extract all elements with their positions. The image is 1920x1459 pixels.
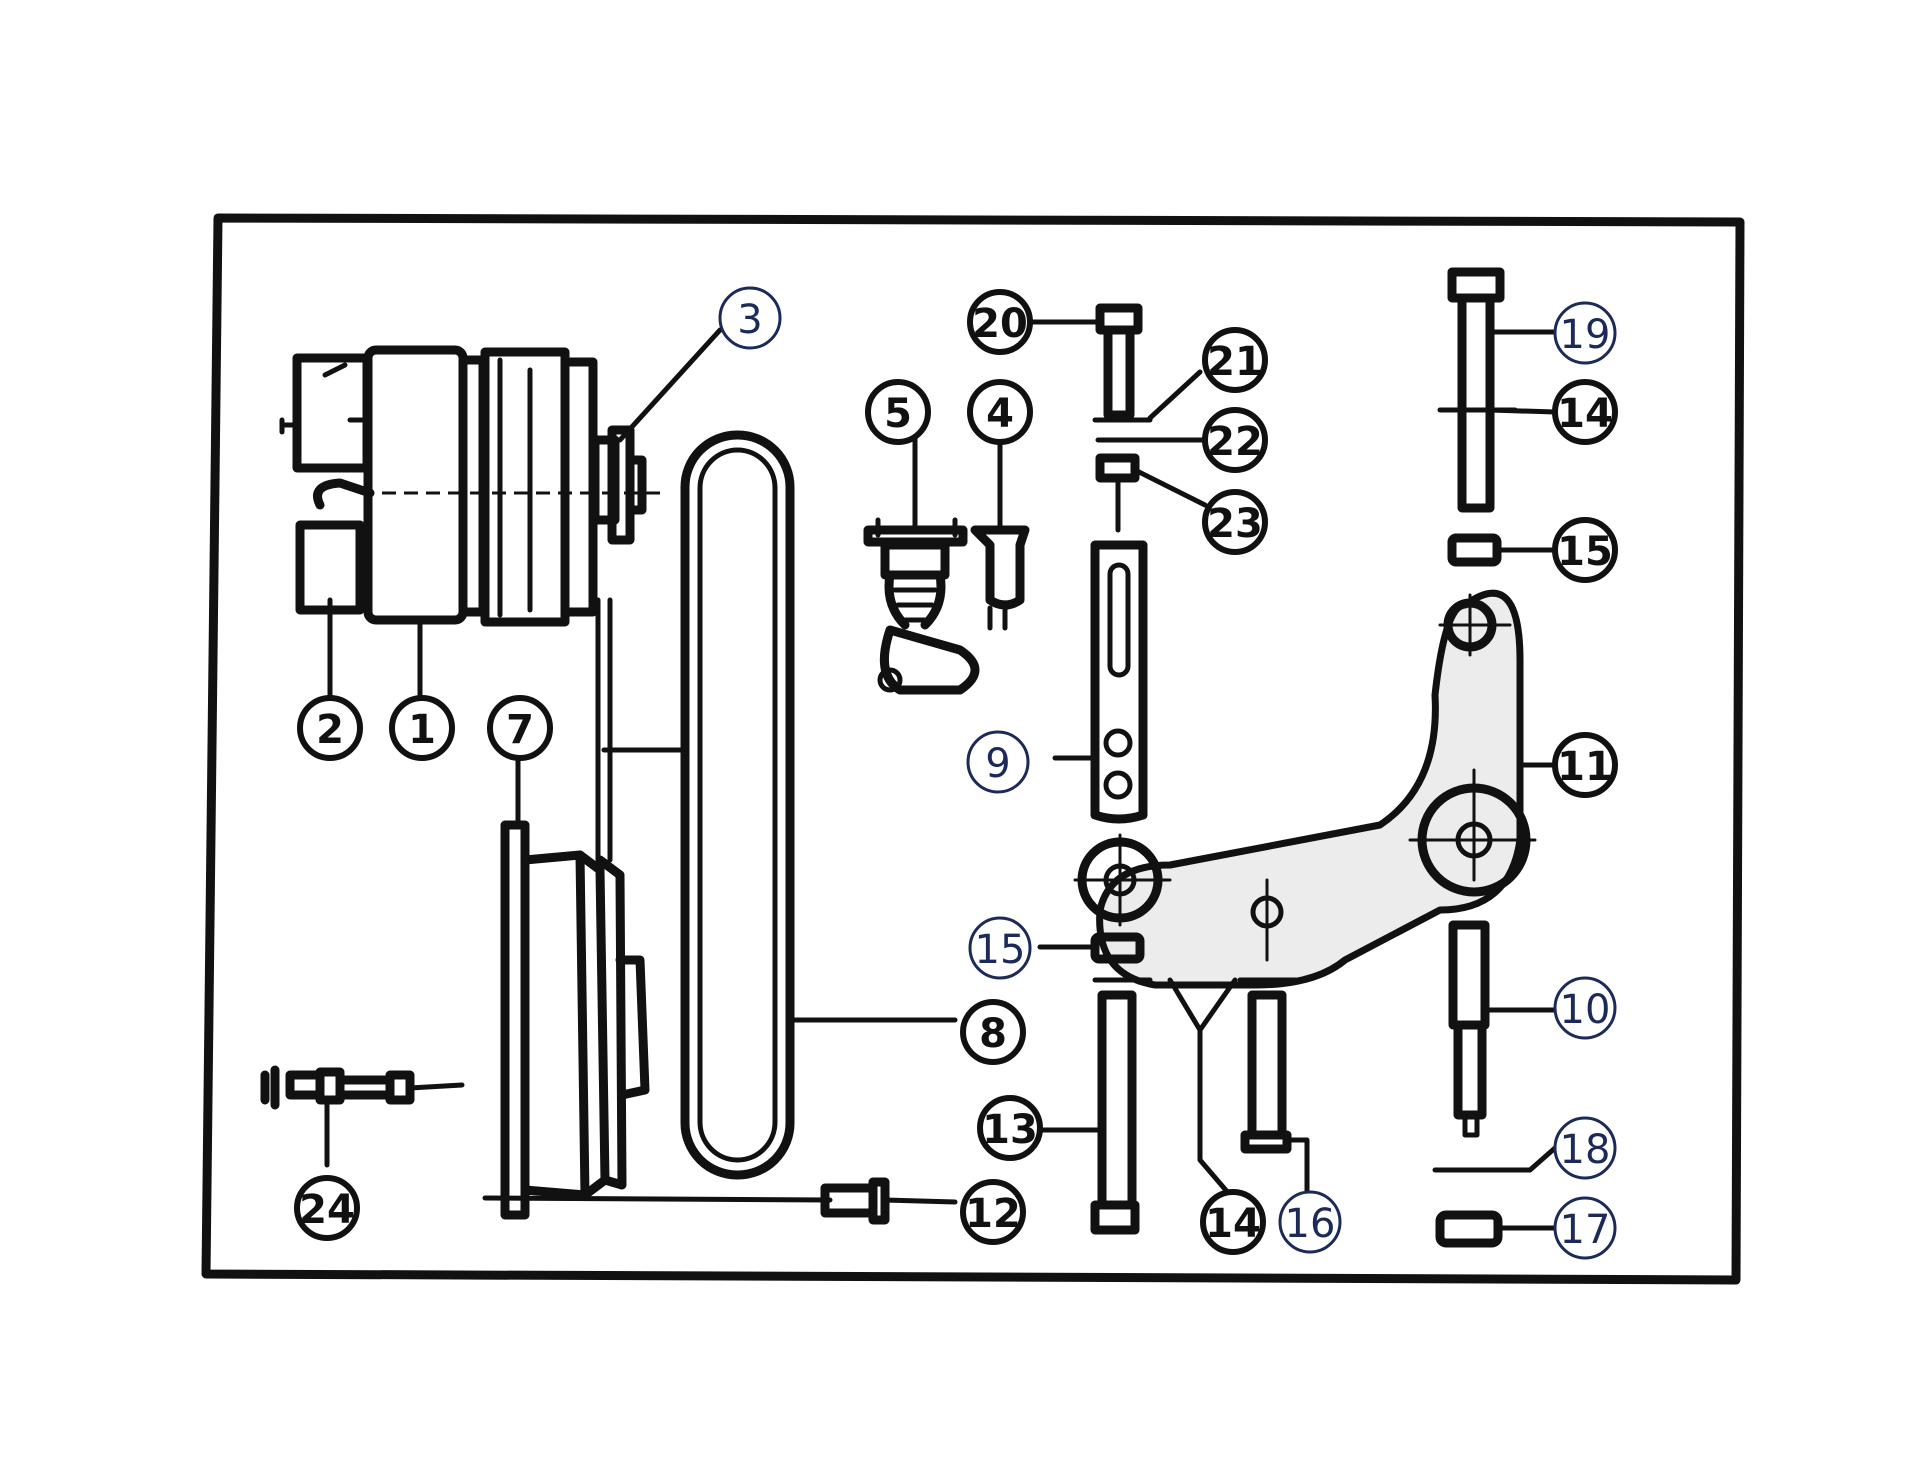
callout-c11: 11 xyxy=(1552,732,1618,798)
callout-circle xyxy=(718,286,782,350)
callout-circle xyxy=(977,1095,1043,1161)
pin-10-part xyxy=(1448,920,1558,1138)
callout-number: 18 xyxy=(1560,1127,1611,1173)
callout-circle xyxy=(968,916,1032,980)
callout-c15a: 15 xyxy=(1552,517,1618,583)
alternator-part xyxy=(279,345,660,627)
callout-circle xyxy=(1553,301,1617,365)
callout-c10: 10 xyxy=(1553,976,1617,1040)
callout-number: 2 xyxy=(316,707,344,753)
nut-17-part xyxy=(1435,1210,1503,1248)
callout-circle xyxy=(487,695,553,761)
callout-c18: 18 xyxy=(1553,1116,1617,1180)
callout-c14a: 14 xyxy=(1552,379,1618,445)
callout-c22: 22 xyxy=(1202,407,1268,473)
callout-circle xyxy=(966,730,1030,794)
callout-circle xyxy=(960,999,1026,1065)
bulb-4-part xyxy=(970,412,1030,631)
callout-circle xyxy=(967,379,1033,445)
callout-number: 20 xyxy=(972,301,1028,347)
callout-c23: 23 xyxy=(1202,489,1268,555)
callout-number: 17 xyxy=(1560,1207,1611,1253)
callout-circle xyxy=(1553,1196,1617,1260)
callout-circle xyxy=(1202,407,1268,473)
callout-c16: 16 xyxy=(1278,1190,1342,1254)
callout-circle xyxy=(865,379,931,445)
callout-c14b: 14 xyxy=(1200,1189,1266,1255)
crank-pulley-part xyxy=(482,757,833,1220)
drive-belt-part xyxy=(680,430,795,1180)
callout-number: 7 xyxy=(506,707,534,753)
callout-c5: 5 xyxy=(865,379,931,445)
callout-c24: 24 xyxy=(294,1175,360,1241)
mounting-bracket-11-part xyxy=(1073,589,1558,989)
callout-number: 11 xyxy=(1557,744,1613,790)
callout-circle xyxy=(1552,732,1618,798)
adjusting-bracket-9-part xyxy=(1052,540,1148,824)
callout-number: 8 xyxy=(979,1011,1007,1057)
callout-number: 19 xyxy=(1560,312,1611,358)
callout-number: 21 xyxy=(1207,339,1263,385)
callout-number: 9 xyxy=(985,741,1010,787)
callout-c17: 17 xyxy=(1553,1196,1617,1260)
callout-c7: 7 xyxy=(487,695,553,761)
callout-number: 22 xyxy=(1207,419,1263,465)
callout-circle xyxy=(294,1175,360,1241)
callout-number: 13 xyxy=(982,1107,1038,1153)
callout-number: 16 xyxy=(1285,1201,1336,1247)
callout-number: 5 xyxy=(884,391,912,437)
bolt-19-part xyxy=(1437,267,1558,567)
callout-circle xyxy=(1552,517,1618,583)
callout-circle xyxy=(960,1179,1026,1245)
callout-circle xyxy=(1200,1189,1266,1255)
callout-number: 10 xyxy=(1560,987,1611,1033)
callout-circle xyxy=(1278,1190,1342,1254)
callout-number: 15 xyxy=(975,927,1026,973)
bolt-12-part xyxy=(820,1177,958,1225)
callout-circle xyxy=(1202,327,1268,393)
callout-c4: 4 xyxy=(967,379,1033,445)
callout-number: 1 xyxy=(408,707,436,753)
callout-circle xyxy=(1553,1116,1617,1180)
callout-c12: 12 xyxy=(960,1179,1026,1245)
callout-number: 12 xyxy=(965,1191,1021,1237)
callout-number: 24 xyxy=(299,1187,355,1233)
callout-circle xyxy=(967,289,1033,355)
callout-circle xyxy=(389,695,455,761)
callout-c2: 2 xyxy=(297,695,363,761)
callout-circle xyxy=(1202,489,1268,555)
callout-number: 15 xyxy=(1557,529,1613,575)
callout-c20: 20 xyxy=(967,289,1033,355)
stud-stack-part xyxy=(1029,303,1208,533)
connector-5-part xyxy=(863,409,980,695)
callout-circle xyxy=(297,695,363,761)
callout-c19: 19 xyxy=(1553,301,1617,365)
callout-number: 4 xyxy=(986,391,1014,437)
callout-number: 14 xyxy=(1205,1201,1261,1247)
callout-circle xyxy=(1552,379,1618,445)
callout-c15b: 15 xyxy=(968,916,1032,980)
sensor-24-part xyxy=(260,1065,465,1168)
callout-c1: 1 xyxy=(389,695,455,761)
callout-c21: 21 xyxy=(1202,327,1268,393)
callout-c3: 3 xyxy=(718,286,782,350)
callout-number: 14 xyxy=(1557,391,1613,437)
washer-18-part xyxy=(1432,1145,1558,1173)
callout-c13: 13 xyxy=(977,1095,1043,1161)
bolt-16-part xyxy=(1237,977,1310,1198)
callout-c8: 8 xyxy=(960,999,1026,1065)
callout-number: 3 xyxy=(737,297,762,343)
diagram-frame xyxy=(201,213,1745,1285)
callout-c9: 9 xyxy=(966,730,1030,794)
callout-circle xyxy=(1553,976,1617,1040)
callout-number: 23 xyxy=(1207,501,1263,547)
bolt-13-part xyxy=(1039,977,1153,1235)
